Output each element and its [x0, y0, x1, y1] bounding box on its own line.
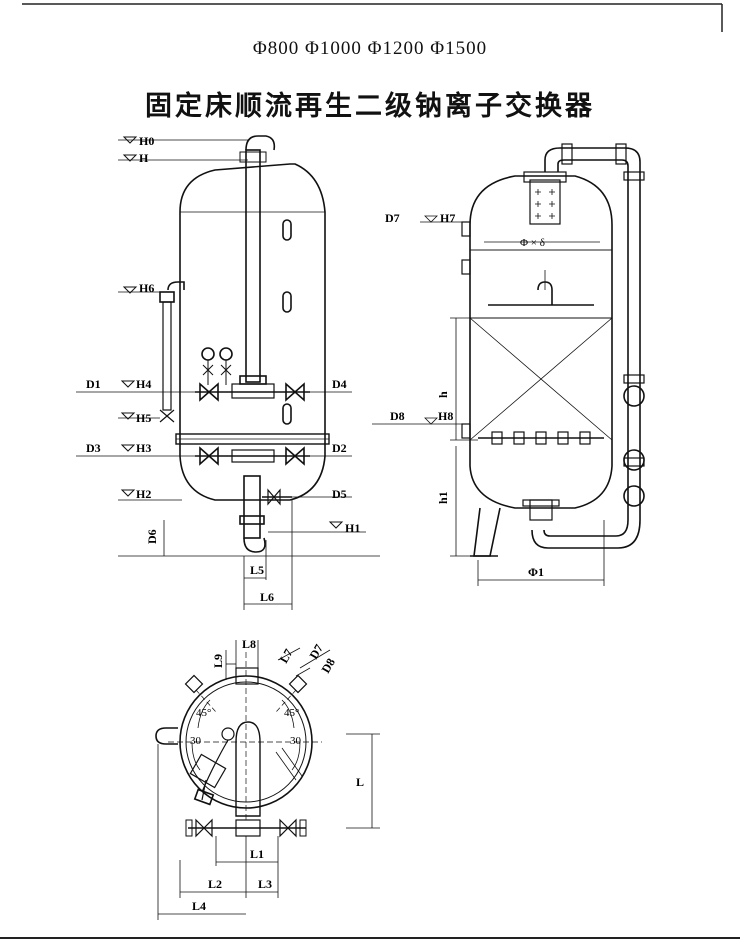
label-H0: H0 [139, 134, 154, 148]
label-h1: h1 [436, 491, 450, 504]
label-L3: L3 [258, 877, 272, 891]
label-D3: D3 [86, 441, 101, 455]
label-H6: H6 [139, 281, 154, 295]
label-H1: H1 [345, 521, 360, 535]
center-pipe [245, 149, 261, 383]
label-D4: D4 [332, 377, 347, 391]
label-H: H [139, 151, 149, 165]
label-L4: L4 [192, 899, 206, 913]
label-H5: H5 [136, 411, 151, 425]
label-h: h [436, 391, 450, 398]
label-phi-delta: Φ × δ [520, 237, 545, 249]
label-L8: L8 [242, 637, 256, 651]
plan-view [155, 640, 380, 920]
label-side-D7: D7 [385, 211, 400, 225]
drawing-title: 固定床顺流再生二级钠离子交换器 [145, 91, 595, 122]
label-L7: L7 [276, 646, 295, 665]
label-side-H7: H7 [440, 211, 455, 225]
label-D5: D5 [332, 487, 347, 501]
label-L2: L2 [208, 877, 222, 891]
front-view [76, 135, 380, 610]
label-L9: L9 [211, 654, 225, 668]
model-sizes: Φ800 Φ1000 Φ1200 Φ1500 [252, 38, 488, 59]
label-D6: D6 [145, 529, 159, 544]
label-L6: L6 [260, 590, 274, 604]
label-plan-D7: D7 [306, 642, 325, 662]
label-D1: D1 [86, 377, 101, 391]
label-L: L [356, 775, 364, 789]
label-phi1: Φ1 [528, 565, 544, 579]
label-angle-30-right: 30 [290, 735, 302, 747]
label-angle-45-right: 45° [284, 707, 299, 719]
label-H3: H3 [136, 441, 151, 455]
label-D2: D2 [332, 441, 347, 455]
side-view [372, 143, 645, 586]
side-vessel-shell [469, 175, 613, 509]
label-side-D8: D8 [390, 409, 405, 423]
label-plan-D8: D8 [318, 656, 337, 676]
label-L5: L5 [250, 563, 264, 577]
label-H2: H2 [136, 487, 151, 501]
label-H4: H4 [136, 377, 151, 391]
label-side-H8: H8 [438, 409, 453, 423]
label-L1: L1 [250, 847, 264, 861]
label-angle-45-left: 45° [196, 707, 211, 719]
label-angle-30-left: 30 [190, 735, 202, 747]
